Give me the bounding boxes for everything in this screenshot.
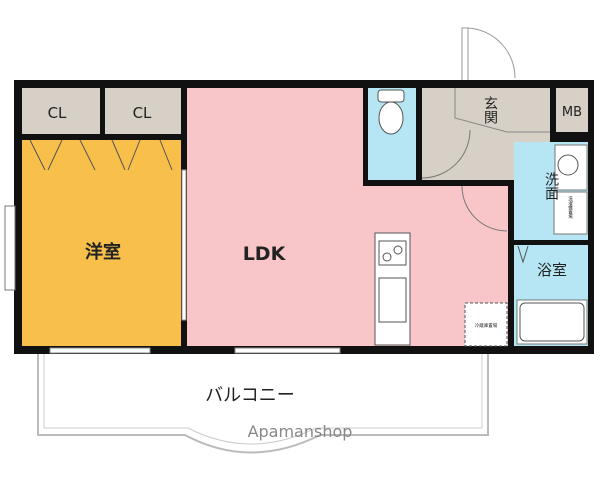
closet-2-label: CL <box>133 104 152 122</box>
closet-1 <box>22 88 100 134</box>
balcony-outline <box>37 352 489 454</box>
window-left <box>4 205 16 291</box>
toilet-icon <box>377 89 405 135</box>
bathroom-label: 浴室 <box>537 261 567 279</box>
washroom-label: 洗面 <box>543 172 559 200</box>
entrance-door <box>461 27 516 83</box>
washing-machine-label: 洗濯機置場 <box>568 195 573 220</box>
fridge-space-label: 冷蔵庫置場 <box>475 322 498 329</box>
kitchen-counter <box>374 232 411 346</box>
balcony-label: バルコニー <box>205 385 295 406</box>
ldk-room <box>187 88 363 346</box>
meter-box-label: MB <box>562 105 582 120</box>
closet-2 <box>105 88 181 134</box>
western-room-label: 洋室 <box>85 241 121 263</box>
entrance-label: 玄関 <box>482 95 498 125</box>
western-room <box>22 140 181 346</box>
fridge-space <box>464 302 508 347</box>
closet-1-label: CL <box>48 104 67 122</box>
ldk-label: LDK <box>243 243 287 265</box>
bathtub <box>519 302 585 342</box>
washing-machine-space <box>553 191 588 235</box>
watermark: Apamanshop <box>248 422 353 441</box>
sink-icon <box>557 154 579 176</box>
meter-box <box>556 88 588 132</box>
